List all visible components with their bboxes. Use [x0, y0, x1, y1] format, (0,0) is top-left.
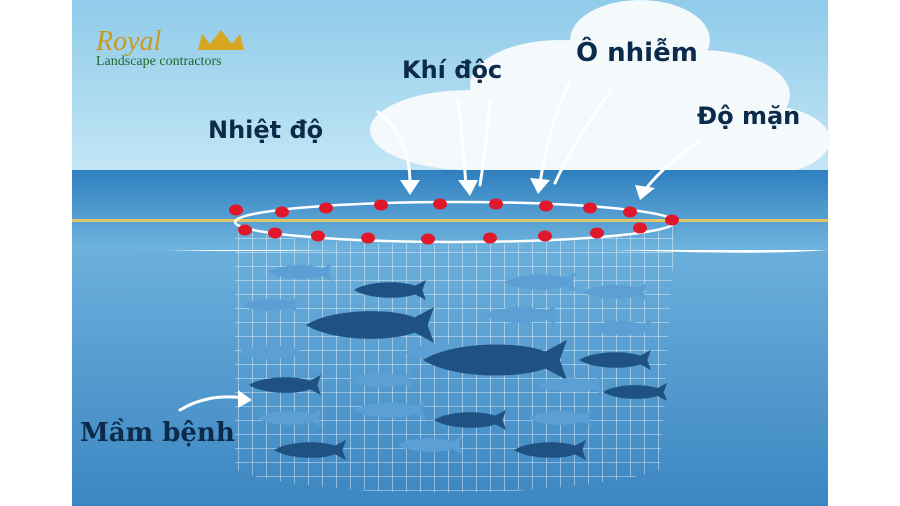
white-margin-left: [0, 0, 72, 506]
buoy: [483, 232, 497, 244]
buoy: [665, 214, 679, 226]
white-margin-right: [828, 0, 900, 506]
label-pathogen: Mầm bệnh: [80, 418, 235, 448]
buoy: [361, 232, 375, 244]
buoy: [421, 233, 435, 245]
buoy: [268, 227, 282, 239]
buoys: [229, 198, 679, 245]
clouds: [370, 0, 830, 190]
buoy: [311, 230, 325, 242]
buoy: [489, 198, 503, 210]
buoy: [583, 202, 597, 214]
buoy: [633, 222, 647, 234]
label-pollution: Ô nhiễm: [576, 38, 698, 68]
buoy: [229, 204, 243, 216]
buoy: [538, 230, 552, 242]
buoy: [623, 206, 637, 218]
label-salinity: Độ mặn: [697, 102, 801, 130]
sea-surface: [72, 170, 828, 250]
rope-line: [72, 219, 828, 222]
arrow-pollution-1: [538, 80, 572, 185]
buoy: [319, 202, 333, 214]
buoy: [374, 199, 388, 211]
buoy: [539, 200, 553, 212]
arrow-temperature: [376, 110, 412, 187]
buoy: [238, 224, 252, 236]
arrows: [178, 80, 702, 412]
logo-subtitle: Landscape contractors: [96, 54, 222, 69]
arrow-salinity: [643, 138, 702, 192]
arrow-heads: [238, 178, 655, 408]
crown-icon: [198, 30, 244, 50]
buoy: [275, 206, 289, 218]
buoy: [433, 198, 447, 210]
buoy: [590, 227, 604, 239]
logo-word: Royal: [96, 26, 162, 57]
label-toxic-gas: Khí độc: [402, 56, 503, 84]
label-temperature: Nhiệt độ: [208, 116, 324, 144]
arrow-pollution-2: [553, 90, 612, 185]
arrow-toxic-1: [456, 98, 468, 187]
arrow-toxic-2: [478, 98, 492, 187]
logo: Royal Landscape contractors: [96, 26, 256, 76]
